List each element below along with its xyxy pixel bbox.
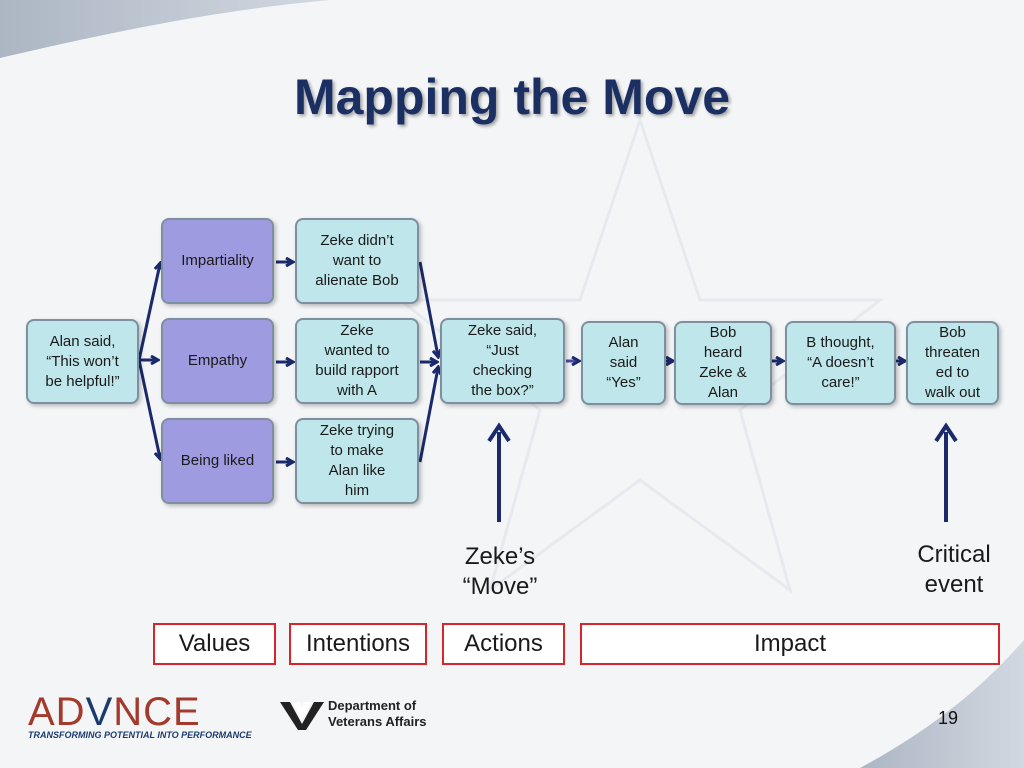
node-intention-1: Zeke didn’t want to alienate Bob — [295, 218, 419, 304]
arrow-intent3-action — [418, 368, 438, 463]
node-alan-yes: Alan said “Yes” — [581, 321, 666, 405]
advance-logo-v: V — [85, 690, 114, 734]
va-seal-icon — [280, 702, 324, 730]
node-b-thought: B thought, “A doesn’t care!” — [785, 321, 896, 405]
advance-logo: ADVNCE — [28, 692, 201, 732]
label-zekes-move: Zeke’s “Move” — [462, 543, 538, 600]
arrow-intent1-action — [418, 261, 438, 356]
node-bob-heard: Bob heard Zeke & Alan — [674, 321, 772, 405]
node-empathy: Empathy — [161, 318, 274, 404]
arrow-alan-being-liked — [137, 359, 160, 458]
node-impartiality: Impartiality — [161, 218, 274, 304]
node-being-liked: Being liked — [161, 418, 274, 504]
category-intentions: Intentions — [289, 623, 427, 665]
arrow-alan-impartiality — [137, 264, 160, 361]
category-values: Values — [153, 623, 276, 665]
category-impact: Impact — [580, 623, 1000, 665]
node-bob-threatened: Bob threaten ed to walk out — [906, 321, 999, 405]
slide-title: Mapping the Move — [293, 69, 731, 125]
node-intention-2: Zeke wanted to build rapport with A — [295, 318, 419, 404]
advance-tagline: TRANSFORMING POTENTIAL INTO PERFORMANCE — [28, 730, 252, 740]
label-critical-event: Critical event — [917, 541, 991, 598]
node-alan-said: Alan said, “This won’t be helpful!” — [26, 319, 139, 404]
star-watermark — [395, 115, 885, 594]
advance-logo-nce: NCE — [113, 690, 201, 734]
node-zeke-said: Zeke said, “Just checking the box?” — [440, 318, 565, 404]
node-intention-3: Zeke trying to make Alan like him — [295, 418, 419, 504]
category-actions: Actions — [442, 623, 565, 665]
advance-logo-ad: AD — [28, 690, 86, 734]
page-number: 19 — [938, 708, 959, 728]
va-name: Department of Veterans Affairs — [328, 698, 427, 729]
